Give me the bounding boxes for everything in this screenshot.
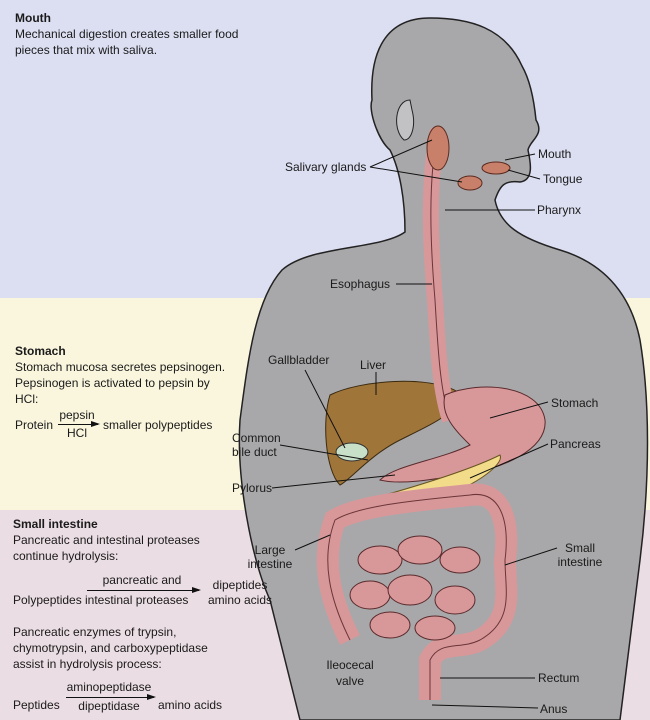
label-ileocecal-valve: valve xyxy=(335,674,364,688)
label-liver: Liver xyxy=(360,358,387,372)
salivary-gland xyxy=(426,125,450,171)
enzyme-label: pancreatic and xyxy=(102,573,182,587)
leader-lines xyxy=(271,139,558,709)
reaction-substrate: Peptides xyxy=(13,698,60,712)
stomach-heading: Stomach xyxy=(15,344,66,358)
reaction-arrow xyxy=(58,421,100,427)
label-pancreas: Pancreas xyxy=(550,437,601,451)
label-large-intestine: intestine xyxy=(247,557,293,571)
small-intestine-text: Pancreatic enzymes of trypsin, xyxy=(13,625,177,639)
reaction-product: dipeptides xyxy=(212,578,268,592)
small-intestine-text: Pancreatic and intestinal proteases xyxy=(13,533,200,547)
enzyme-label: intestinal proteases xyxy=(85,593,189,607)
gallbladder-shape xyxy=(335,442,369,462)
mouth-text: pieces that mix with saliva. xyxy=(15,43,158,57)
reaction-arrow xyxy=(87,587,201,593)
reaction-product: amino acids xyxy=(207,593,273,607)
mouth-heading: Mouth xyxy=(15,11,51,25)
label-pharynx: Pharynx xyxy=(537,203,582,217)
label-common-bile-duct: bile duct xyxy=(232,445,277,459)
label-pylorus: Pylorus xyxy=(232,481,273,495)
stomach-text: Stomach mucosa secretes pepsinogen. xyxy=(15,360,226,374)
salivary-gland xyxy=(457,175,483,191)
enzyme-label: aminopeptidase xyxy=(66,680,152,694)
label-stomach: Stomach xyxy=(551,396,599,410)
label-salivary-glands: Salivary glands xyxy=(285,160,367,174)
small-intestine-text: chymotrypsin, and carboxypeptidase xyxy=(13,641,208,655)
label-small-intestine: intestine xyxy=(557,555,603,569)
enzyme-label: pepsin xyxy=(59,408,95,422)
reaction-arrow xyxy=(66,694,156,700)
condition-label: HCl xyxy=(67,426,87,440)
reaction-substrate: Protein xyxy=(15,418,54,432)
reaction-product: smaller polypeptides xyxy=(103,418,213,432)
label-esophagus: Esophagus xyxy=(330,277,391,291)
reaction-substrate: Polypeptides xyxy=(13,593,82,607)
label-common-bile-duct: Common xyxy=(232,431,281,445)
label-mouth: Mouth xyxy=(538,147,572,161)
ear xyxy=(396,99,415,141)
label-rectum: Rectum xyxy=(538,671,580,685)
label-anus: Anus xyxy=(540,702,568,716)
stomach-text: HCl: xyxy=(15,392,39,406)
small-intestine-heading: Small intestine xyxy=(13,517,98,531)
stomach-text: Pepsinogen is activated to pepsin by xyxy=(15,376,210,390)
small-intestine-text: assist in hydrolysis process: xyxy=(13,657,162,671)
small-intestine-shape xyxy=(349,535,481,641)
small-intestine-text: continue hydrolysis: xyxy=(13,549,119,563)
label-tongue: Tongue xyxy=(543,172,583,186)
label-large-intestine: Large xyxy=(254,543,286,557)
mouth-text: Mechanical digestion creates smaller foo… xyxy=(15,27,239,41)
tongue-shape xyxy=(481,161,511,175)
label-small-intestine: Small xyxy=(564,541,595,555)
label-ileocecal-valve: Ileocecal xyxy=(326,658,374,672)
enzyme-label: dipeptidase xyxy=(78,699,140,713)
reaction-product: amino acids xyxy=(158,698,223,712)
label-gallbladder: Gallbladder xyxy=(268,353,330,367)
